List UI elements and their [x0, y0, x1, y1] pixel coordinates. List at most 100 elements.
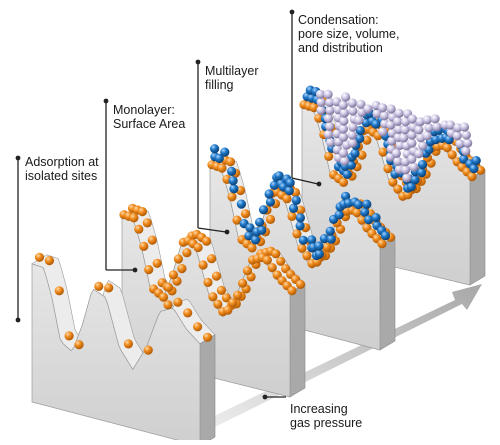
- particle-lilac: [316, 97, 326, 107]
- particle-blue: [326, 234, 336, 244]
- particle-orange: [267, 263, 277, 273]
- particle-lilac: [407, 114, 418, 124]
- particle-orange: [203, 277, 213, 287]
- particle-orange: [282, 194, 292, 204]
- particle-blue: [220, 147, 230, 157]
- particle-lilac: [401, 165, 411, 175]
- particle-lilac: [323, 89, 333, 99]
- particle-orange: [173, 254, 183, 264]
- particle-orange: [207, 254, 217, 264]
- particle-blue: [228, 176, 238, 186]
- particle-blue: [250, 235, 261, 245]
- particle-orange: [129, 213, 139, 223]
- particle-orange: [137, 207, 147, 217]
- particle-blue: [295, 221, 305, 231]
- particle-blue: [245, 223, 255, 233]
- particle-lilac: [424, 123, 434, 133]
- particle-orange: [297, 243, 307, 253]
- particle-orange: [163, 300, 173, 310]
- particle-blue: [265, 197, 275, 207]
- particle-lilac: [455, 139, 465, 149]
- particle-orange: [352, 208, 362, 218]
- particle-lilac: [446, 120, 456, 130]
- particle-blue: [255, 217, 265, 227]
- particle-lilac: [414, 125, 424, 135]
- particle-orange: [271, 249, 281, 259]
- particle-orange: [177, 264, 187, 274]
- particle-lilac: [394, 108, 404, 118]
- particle-orange: [34, 252, 45, 262]
- particle-lilac: [325, 105, 335, 115]
- label-condensation-line1: Condensation:: [298, 13, 379, 27]
- particle-lilac: [407, 154, 417, 164]
- particle-lilac: [422, 115, 432, 125]
- particle-orange: [338, 177, 349, 187]
- particle-orange: [216, 285, 226, 295]
- particle-lilac: [363, 104, 373, 114]
- leader-dot-multilayer-end: [224, 229, 230, 235]
- particle-blue: [353, 200, 363, 210]
- particle-blue: [355, 125, 365, 136]
- particle-orange: [198, 260, 208, 270]
- label-adsorption: Adsorption at isolated sites: [25, 155, 99, 183]
- particle-lilac: [338, 132, 349, 142]
- particle-blue: [227, 166, 237, 176]
- particle-lilac: [463, 138, 473, 148]
- particle-lilac: [341, 92, 351, 102]
- block-side-face: [379, 236, 396, 351]
- particle-orange: [152, 258, 162, 268]
- block-side-face: [199, 334, 216, 445]
- leader-lines: [15, 9, 322, 400]
- particle-lilac: [459, 122, 470, 132]
- particle-blue: [417, 160, 428, 170]
- leader-dot-monolayer: [103, 98, 109, 104]
- particle-blue: [459, 154, 469, 164]
- particle-orange: [202, 332, 213, 342]
- particle-lilac: [391, 148, 401, 158]
- particle-blue: [334, 210, 344, 220]
- particle-orange: [242, 266, 253, 276]
- label-multilayer: Multilayer filling: [205, 64, 259, 92]
- particle-blue: [258, 205, 269, 215]
- particle-blue: [314, 241, 324, 251]
- leader-dot-condensation-end: [316, 181, 322, 187]
- particle-blue: [342, 169, 352, 179]
- particle-blue: [244, 231, 254, 241]
- particle-lilac: [325, 137, 336, 147]
- particle-lilac: [414, 149, 424, 159]
- particle-blue: [469, 164, 479, 174]
- particle-blue: [298, 235, 308, 245]
- particle-orange: [173, 297, 183, 307]
- particle-orange: [228, 298, 238, 308]
- particle-blue: [285, 178, 295, 188]
- particle-blue: [257, 225, 267, 235]
- particle-blue: [325, 226, 335, 236]
- particle-lilac: [400, 117, 411, 127]
- particle-orange: [322, 242, 332, 252]
- particle-lilac: [348, 122, 358, 132]
- particle-lilac: [379, 111, 390, 121]
- particle-lilac: [338, 124, 348, 134]
- particle-orange: [357, 215, 367, 225]
- particle-blue: [274, 171, 284, 181]
- label-condensation-line2: pore size, volume,: [298, 27, 400, 41]
- particle-orange: [221, 293, 231, 303]
- particle-blue: [307, 235, 317, 245]
- label-multilayer-line2: filling: [205, 78, 234, 92]
- leader-condensation-foot: [291, 177, 319, 185]
- particle-orange: [163, 282, 174, 292]
- particle-blue: [264, 189, 274, 199]
- label-pressure: Increasing gas pressure: [290, 402, 362, 430]
- particle-lilac: [402, 173, 412, 183]
- particle-orange: [213, 299, 223, 309]
- particle-lilac: [347, 98, 357, 108]
- particle-lilac: [323, 113, 334, 123]
- particle-orange: [295, 279, 306, 289]
- particle-orange: [168, 270, 178, 280]
- label-condensation: Condensation: pore size, volume, and dis…: [298, 13, 399, 55]
- label-pressure-line1: Increasing: [290, 402, 348, 416]
- particle-orange: [442, 143, 452, 153]
- particle-blue: [236, 199, 246, 209]
- leader-multilayer-foot: [197, 227, 227, 233]
- particle-orange: [403, 190, 413, 200]
